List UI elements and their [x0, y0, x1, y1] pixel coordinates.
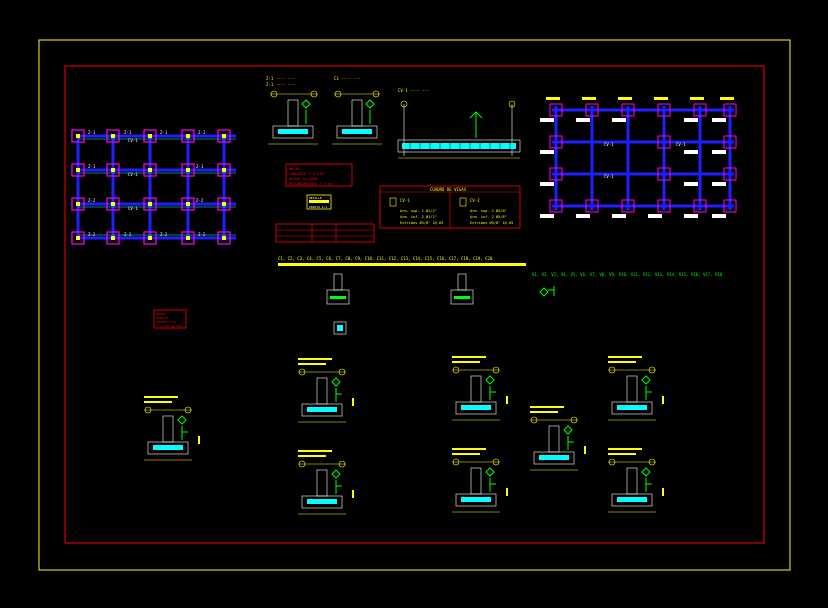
svg-text:f'c=210 kg/cm2: f'c=210 kg/cm2	[156, 324, 181, 328]
svg-text:DETALLE: DETALLE	[309, 196, 322, 200]
footing-tag: Z-1	[88, 130, 96, 135]
beam-tag: CV-1	[128, 172, 138, 177]
svg-text:Arm. sup. 2 Ø1/2": Arm. sup. 2 Ø1/2"	[400, 208, 437, 213]
footing-tag: Z-2	[124, 232, 132, 237]
svg-text:RECUBRIMIENTO 7.5 cm: RECUBRIMIENTO 7.5 cm	[289, 182, 332, 186]
svg-text:ZAPATA Z-1: ZAPATA Z-1	[309, 205, 327, 209]
svg-text:ZAPATAS: ZAPATAS	[156, 316, 169, 320]
beam-tag: CV-1	[128, 138, 138, 143]
foundation-plan-left: Z-1 Z-1 Z-1 Z-1 Z-1 Z-1 Z-2 Z-2 Z-2 Z-2 …	[71, 129, 236, 245]
footing-section-detail	[298, 358, 354, 423]
footing-section-detail	[530, 406, 586, 471]
svg-text:ACERO fy=4200: ACERO fy=4200	[289, 177, 317, 181]
detail-callout: DETALLE ZAPATA Z-1	[306, 194, 332, 210]
notes-box: NOTAS: CONCRETO f'c=210 ACERO fy=4200 RE…	[285, 163, 353, 187]
svg-text:CONCRETO f'c=210: CONCRETO f'c=210	[289, 172, 324, 176]
column-list-band: C1, C2, C3, C4, C5, C6, C7, C8, C9, C10,…	[278, 256, 526, 335]
beam-tag: CV-1	[128, 206, 138, 211]
footing-tag: Z-2	[198, 232, 206, 237]
section-detail-top-2: C1 ---- ---	[332, 76, 382, 145]
footing-tag: Z-1	[198, 130, 206, 135]
beam-tag: CV-1	[676, 142, 686, 147]
footing-tag: Z-1	[124, 130, 132, 135]
footing-tag: Z-1	[196, 164, 204, 169]
beam-tag: CV-1	[604, 142, 614, 147]
svg-text:NOTAS:: NOTAS:	[156, 312, 167, 316]
svg-text:Estribos Ø3/8" 1@.05: Estribos Ø3/8" 1@.05	[400, 220, 443, 225]
svg-text:Arm. inf. 2 Ø1/2": Arm. inf. 2 Ø1/2"	[400, 214, 437, 219]
outer-frame	[38, 39, 791, 571]
foundation-plan-right: CV-1 CV-1 CV-1	[540, 97, 737, 218]
schedule-table-small	[275, 223, 375, 243]
footing-tag: Z-2	[160, 232, 168, 237]
footing-section-detail	[298, 450, 354, 515]
footing-section-detail	[608, 448, 664, 513]
footing-section-detail	[608, 356, 664, 421]
svg-text:NOTAS:: NOTAS:	[289, 167, 302, 171]
footing-tag: Z-1	[88, 164, 96, 169]
footing-section-detail	[452, 448, 508, 513]
beam-elevation-detail: CV-1 ---- ---	[397, 88, 521, 159]
footing-tag: Z-2	[88, 232, 96, 237]
svg-text:CV-2: CV-2	[470, 198, 480, 203]
svg-text:Z-1 ---- ---: Z-1 ---- ---	[266, 76, 295, 81]
notes-box-left: NOTAS: ZAPATAS SOLADO 1:12 f'c=210 kg/cm…	[153, 309, 187, 329]
svg-text:Arm. inf. 2 Ø5/8": Arm. inf. 2 Ø5/8"	[470, 214, 507, 219]
svg-text:CV-1 ---- ---: CV-1 ---- ---	[398, 88, 429, 93]
footing-section-detail	[144, 396, 200, 461]
svg-text:Arm. sup. 2 Ø5/8": Arm. sup. 2 Ø5/8"	[470, 208, 507, 213]
svg-text:CV-1: CV-1	[400, 198, 410, 203]
footing-section-detail	[452, 356, 508, 421]
inner-frame	[64, 65, 765, 544]
svg-text:C1 ---- ---: C1 ---- ---	[334, 76, 361, 81]
beam-list-band: V1, V2, V3, V4, V5, V6, V7, V8, V9, V10,…	[532, 272, 723, 297]
section-detail-top-1: Z-1 ---- --- Z-1 ---- ---	[266, 76, 318, 145]
footing-tag: Z-2	[196, 198, 204, 203]
svg-text:V1, V2, V3, V4, V5, V6, V7, V8: V1, V2, V3, V4, V5, V6, V7, V8, V9, V10,…	[532, 272, 723, 277]
svg-text:C1, C2, C3, C4, C5, C6, C7, C8: C1, C2, C3, C4, C5, C6, C7, C8, C9, C10,…	[278, 256, 493, 261]
svg-text:SOLADO 1:12: SOLADO 1:12	[156, 320, 176, 324]
footing-details-bottom	[144, 356, 664, 515]
svg-text:Z-1 ---- ---: Z-1 ---- ---	[266, 82, 295, 87]
schedule-title: CUADRO DE VIGAS	[430, 187, 467, 192]
beam-schedule-table: CUADRO DE VIGAS CV-1 Arm. sup. 2 Ø1/2" A…	[379, 185, 521, 229]
footing-tag: Z-1	[160, 130, 168, 135]
footing-tag: Z-2	[88, 198, 96, 203]
beam-tag: CV-1	[604, 174, 614, 179]
svg-text:Estribos Ø3/8" 1@.05: Estribos Ø3/8" 1@.05	[470, 220, 513, 225]
